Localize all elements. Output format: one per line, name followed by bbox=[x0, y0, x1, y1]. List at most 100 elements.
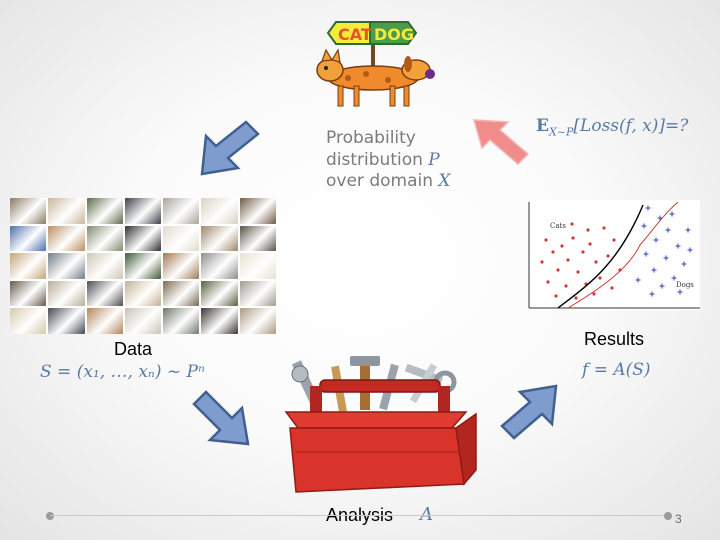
photo-tile bbox=[10, 308, 47, 334]
photo-tile bbox=[10, 253, 47, 279]
photo-tile bbox=[239, 280, 276, 307]
logo-cat-text: CAT bbox=[338, 25, 372, 44]
probability-line-2: distribution P bbox=[326, 149, 440, 170]
photo-tile bbox=[124, 198, 162, 224]
photo-tile bbox=[201, 225, 238, 252]
photo-tile bbox=[163, 198, 200, 224]
photo-tile bbox=[10, 198, 47, 224]
photo-tile bbox=[201, 198, 238, 224]
probability-distribution-text: Probability distribution P over domain X bbox=[326, 128, 451, 193]
dog-point bbox=[657, 215, 663, 221]
dog-point bbox=[665, 227, 671, 233]
logo-dog-text: DOG bbox=[374, 25, 414, 44]
cat-point bbox=[540, 260, 544, 264]
probability-line-1: Probability bbox=[326, 128, 416, 148]
cats-dogs-photo-grid bbox=[10, 198, 276, 334]
blue-arrow-down-right-icon bbox=[192, 390, 250, 446]
photo-tile bbox=[201, 280, 238, 307]
cat-point bbox=[570, 222, 574, 226]
dog-point bbox=[641, 223, 647, 229]
expected-loss-formula: EX~P[Loss(f, x)]=? bbox=[536, 116, 689, 139]
photo-tile bbox=[10, 280, 47, 307]
photo-tile bbox=[10, 225, 47, 252]
dog-point bbox=[663, 255, 669, 261]
cat-point bbox=[574, 296, 578, 300]
var-p: P bbox=[428, 149, 440, 170]
photo-tile bbox=[163, 225, 200, 252]
dog-point bbox=[651, 267, 657, 273]
cats-dogs-scatter-plot: Cats Dogs bbox=[528, 200, 700, 310]
probability-line-3: over domain X bbox=[326, 171, 451, 191]
dog-point bbox=[671, 275, 677, 281]
cat-point bbox=[594, 260, 598, 264]
photo-tile bbox=[124, 308, 162, 334]
photo-tile bbox=[48, 253, 85, 279]
dog-point bbox=[649, 291, 655, 297]
dog-point bbox=[635, 277, 641, 283]
photo-tile bbox=[86, 198, 123, 224]
photo-tile bbox=[201, 308, 238, 334]
sample-formula: S = (x₁, …, xₙ) ~ Pⁿ bbox=[40, 362, 205, 382]
cat-point bbox=[566, 258, 570, 262]
photo-tile bbox=[86, 253, 123, 279]
dog-point bbox=[645, 205, 651, 211]
cat-point bbox=[556, 268, 560, 272]
cat-point bbox=[564, 284, 568, 288]
cat-point bbox=[544, 238, 548, 242]
page-number: 3 bbox=[675, 512, 682, 526]
scatter-cats-label: Cats bbox=[550, 222, 566, 230]
cat-point bbox=[588, 242, 592, 246]
photo-tile bbox=[239, 253, 276, 279]
dog-point bbox=[659, 283, 665, 289]
photo-tile bbox=[239, 198, 276, 224]
footer-dot-right bbox=[664, 512, 672, 520]
dog-point bbox=[681, 261, 687, 267]
catdog-illustration: CAT DOG bbox=[316, 21, 435, 107]
photo-tile bbox=[86, 280, 123, 307]
photo-tile bbox=[124, 253, 162, 279]
photo-tile bbox=[239, 308, 276, 334]
cat-point bbox=[551, 250, 555, 254]
cat-point bbox=[554, 294, 558, 298]
photo-tile bbox=[163, 308, 200, 334]
data-label: Data bbox=[114, 339, 153, 359]
blue-arrow-up-right-icon bbox=[500, 384, 558, 440]
cat-point bbox=[576, 270, 580, 274]
results-formula: f = A(S) bbox=[582, 360, 651, 380]
scatter-dogs-label: Dogs bbox=[676, 281, 694, 289]
results-label: Results bbox=[584, 329, 645, 349]
cat-point bbox=[581, 250, 585, 254]
dog-point bbox=[677, 289, 683, 295]
blue-arrow-down-left-icon bbox=[200, 120, 260, 176]
footer-dot-left bbox=[46, 512, 54, 520]
cat-point bbox=[592, 292, 596, 296]
footer-line bbox=[50, 515, 665, 516]
photo-tile bbox=[48, 225, 85, 252]
photo-tile bbox=[201, 253, 238, 279]
pink-arrow-icon bbox=[472, 119, 530, 166]
dog-point bbox=[687, 247, 693, 253]
cat-point bbox=[612, 238, 616, 242]
cat-point bbox=[602, 226, 606, 230]
photo-tile bbox=[48, 308, 85, 334]
cat-point bbox=[586, 228, 590, 232]
photo-tile bbox=[124, 225, 162, 252]
photo-tile bbox=[163, 280, 200, 307]
dog-point bbox=[685, 227, 691, 233]
cat-point bbox=[571, 236, 575, 240]
cat-point bbox=[610, 286, 614, 290]
toolbox-icon bbox=[284, 356, 477, 493]
photo-tile bbox=[86, 308, 123, 334]
photo-tile bbox=[48, 198, 85, 224]
cat-point bbox=[598, 276, 602, 280]
var-x: X bbox=[438, 171, 451, 191]
dog-point bbox=[669, 211, 675, 217]
photo-tile bbox=[239, 225, 276, 252]
dog-point bbox=[653, 237, 659, 243]
analysis-var-a: A bbox=[420, 504, 433, 525]
cat-point bbox=[546, 280, 550, 284]
dog-point bbox=[675, 243, 681, 249]
photo-tile bbox=[86, 225, 123, 252]
photo-tile bbox=[48, 280, 85, 307]
photo-tile bbox=[163, 253, 200, 279]
